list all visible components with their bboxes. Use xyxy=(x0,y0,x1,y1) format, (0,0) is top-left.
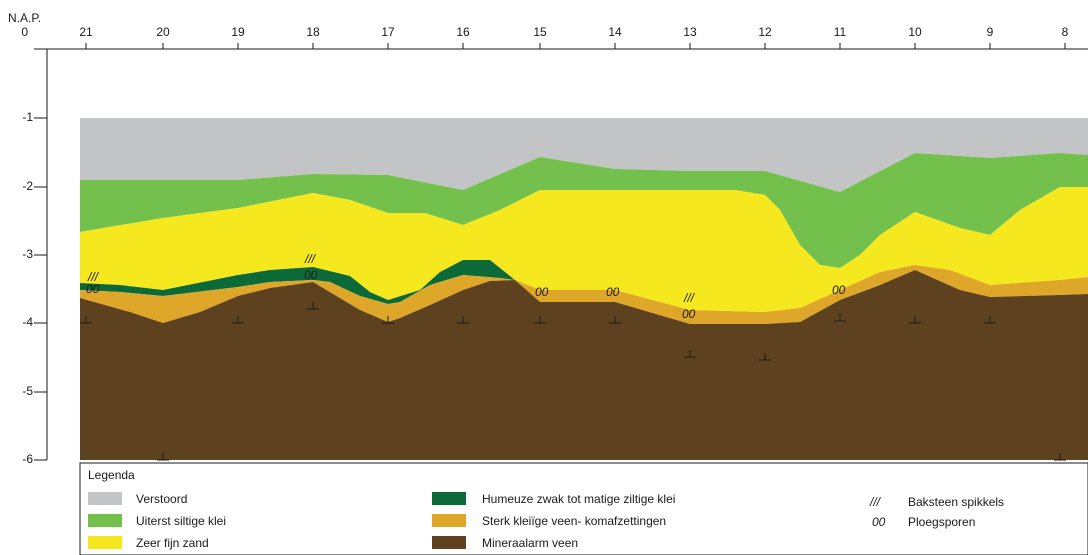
boring-end-marker xyxy=(834,314,846,322)
layer-zeer-fijn-zand xyxy=(80,187,1088,312)
brick-speckles-mark: /// xyxy=(304,252,317,266)
plough-marks-mark: 00 xyxy=(832,283,846,297)
plough-marks-mark: 00 xyxy=(86,282,100,296)
station-label-20: 20 xyxy=(156,25,170,39)
plough-marks-mark: 00 xyxy=(304,268,318,282)
legend-label-humeuze-klei: Humeuze zwak tot matige ziltige klei xyxy=(482,492,675,506)
station-label-10: 10 xyxy=(908,25,922,39)
datum-label: N.A.P. xyxy=(8,11,41,25)
profile-annotations: 00 /// 00 /// 00 00 00 /// 00 xyxy=(86,252,846,321)
legend-label-plough-marks: Ploegsporen xyxy=(908,515,975,529)
plough-marks-icon: 00 xyxy=(872,515,886,529)
layer-verstoord xyxy=(80,118,1088,192)
plough-marks-mark: 00 xyxy=(606,285,620,299)
layer-uiterst-siltige-klei xyxy=(80,153,1088,268)
station-label-14: 14 xyxy=(608,25,622,39)
legend-label-brick-speckles: Baksteen spikkels xyxy=(908,495,1004,509)
boring-end-marker xyxy=(759,353,771,361)
plough-marks-mark: 00 xyxy=(682,307,696,321)
station-label-21: 21 xyxy=(79,25,93,39)
brick-speckles-icon: /// xyxy=(869,495,882,509)
station-label-11: 11 xyxy=(834,25,847,39)
legend-swatch-mineraalarm-veen xyxy=(432,536,466,549)
station-label-19: 19 xyxy=(231,25,245,39)
legend-swatch-uiterst-siltige-klei xyxy=(88,514,122,527)
depth-label-1: -1 xyxy=(22,110,33,124)
legend-swatch-humeuze-klei xyxy=(432,492,466,505)
legend-title: Legenda xyxy=(88,468,135,482)
station-axis: 21 20 19 18 17 16 15 14 13 12 11 10 9 8 xyxy=(47,25,1088,50)
boring-end-marker xyxy=(534,316,546,324)
legend-swatch-sterk-kleiige-veen xyxy=(432,514,466,527)
boring-end-marker xyxy=(80,316,92,324)
legend-swatch-verstoord xyxy=(88,492,122,505)
boring-end-marker xyxy=(232,316,244,324)
depth-label-5: -5 xyxy=(22,384,33,398)
boring-end-marker xyxy=(307,302,319,310)
station-label-13: 13 xyxy=(683,25,697,39)
boring-end-marker xyxy=(609,316,621,324)
depth-label-3: -3 xyxy=(22,247,33,261)
boring-end-marker xyxy=(984,316,996,324)
plough-marks-mark: 00 xyxy=(535,285,549,299)
station-label-16: 16 xyxy=(456,25,470,39)
legend-label-sterk-kleiige-veen: Sterk kleiïge veen- komafzettingen xyxy=(482,514,666,528)
brick-speckles-mark: /// xyxy=(87,270,100,284)
station-label-8: 8 xyxy=(1062,25,1069,39)
legend-frame xyxy=(79,462,1088,555)
depth-axis: N.A.P. 0 -1 -2 -3 -4 -5 -6 xyxy=(8,11,48,466)
station-label-18: 18 xyxy=(306,25,320,39)
boring-end-marker xyxy=(382,316,394,324)
legend-label-uiterst-siltige-klei: Uiterst siltige klei xyxy=(136,514,226,528)
boring-end-marker xyxy=(1054,453,1066,461)
layer-sterk-kleiige-veen xyxy=(80,265,1088,324)
depth-label-2: -2 xyxy=(22,179,33,193)
legend-swatch-zeer-fijn-zand xyxy=(88,536,122,549)
soil-layers xyxy=(80,118,1088,460)
depth-label-0: 0 xyxy=(21,25,28,39)
boring-end-marker xyxy=(457,316,469,324)
depth-label-6: -6 xyxy=(22,452,33,466)
boring-end-marker xyxy=(909,316,921,324)
legend-label-mineraalarm-veen: Mineraalarm veen xyxy=(482,536,578,550)
boring-end-marker xyxy=(157,453,169,461)
boring-markers xyxy=(80,302,1066,461)
depth-label-4: -4 xyxy=(22,315,33,329)
station-label-15: 15 xyxy=(533,25,547,39)
station-label-17: 17 xyxy=(381,25,395,39)
layer-humeuze-klei xyxy=(80,260,515,304)
legend-label-zeer-fijn-zand: Zeer fijn zand xyxy=(136,536,209,550)
legend-label-verstoord: Verstoord xyxy=(136,492,187,506)
station-label-9: 9 xyxy=(987,25,994,39)
layer-mineraalarm-veen xyxy=(80,270,1088,460)
boring-end-marker xyxy=(684,350,696,358)
legend: Legenda Verstoord Uiterst siltige klei Z… xyxy=(79,462,1088,555)
brick-speckles-mark: /// xyxy=(683,291,696,305)
station-label-12: 12 xyxy=(758,25,772,39)
